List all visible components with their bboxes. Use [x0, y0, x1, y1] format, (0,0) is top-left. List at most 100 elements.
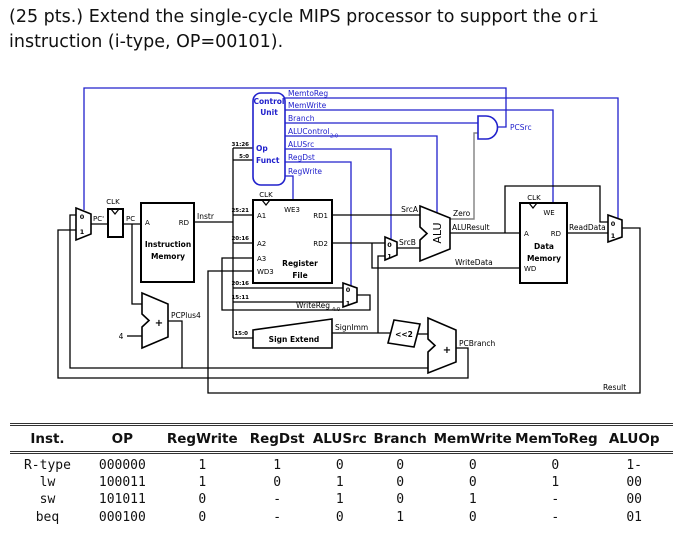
rd1-port-label: RD1	[313, 212, 328, 220]
table-cell: 0	[551, 458, 560, 473]
shl2-label: <<2	[395, 330, 413, 339]
alu-shape	[419, 204, 451, 263]
regdst-mux-1: 1	[346, 300, 351, 308]
table-cell: 1	[335, 492, 344, 508]
pcbranch-label: PCBranch	[459, 339, 495, 348]
table-header-cell: Branch	[373, 431, 427, 447]
table-cell: 0	[396, 475, 405, 491]
pc-label: PC	[126, 215, 135, 223]
memwrite-wire	[285, 109, 554, 203]
bits-15-0-label: 15:0	[234, 331, 248, 337]
branch-label: Branch	[288, 114, 315, 123]
regfile-clk-wedge-icon	[261, 199, 271, 206]
problem-statement: (25 pts.) Extend the single-cycle MIPS p…	[9, 5, 599, 55]
const4-label: 4	[119, 332, 124, 341]
table-header-cell: ALUOp	[608, 431, 660, 447]
writereg-feedback-wire	[221, 257, 371, 311]
memwrite-label: MemWrite	[288, 101, 327, 110]
table-cell: 1	[198, 458, 207, 473]
pcplus4-plus-sign: +	[155, 318, 163, 329]
pcbranch-loop-wire	[57, 229, 469, 379]
table-cell: 0	[198, 492, 207, 508]
alucontrol-wire	[285, 135, 438, 213]
writedata-label: WriteData	[455, 258, 493, 267]
op-port-label: Op	[256, 144, 268, 153]
shift-left-2-shape	[387, 319, 421, 348]
table-cell: 0	[468, 458, 477, 473]
regfile-label1: Register	[282, 259, 318, 268]
pc-clk-label: CLK	[106, 198, 120, 206]
alucontrol-label: ALUControl	[288, 127, 330, 136]
regfile-clk-label: CLK	[259, 191, 273, 199]
writereg-label: WriteReg	[296, 301, 330, 310]
table-cell: 1	[551, 475, 560, 491]
signimm-riser-wire	[377, 255, 385, 333]
result-label: Result	[603, 383, 626, 392]
pcplus4-loop-wire	[69, 214, 428, 369]
pc-mux	[75, 206, 92, 242]
pc-mux-1: 1	[80, 228, 85, 236]
table-cell: 00	[626, 492, 643, 508]
result-mux-1: 1	[611, 232, 616, 240]
bit-range-labels: 31:26 5:0 25:21 20:16 20:16 15:11 15:0	[231, 142, 249, 337]
regdst-label: RegDst	[288, 153, 315, 162]
table-header-cell: ALUSrc	[312, 431, 367, 447]
alusrc-wire	[285, 148, 392, 239]
rd2-port-label: RD2	[313, 240, 328, 248]
pcsrc-label: PCSrc	[510, 123, 532, 132]
dmem-a-port-label: A	[524, 230, 529, 238]
regdst-mux	[342, 281, 358, 309]
wd-port-label: WD	[524, 265, 536, 273]
imem-label2: Memory	[151, 252, 185, 261]
bits-15-11-label: 15:11	[231, 295, 249, 301]
table-cell: lw	[39, 475, 56, 491]
regdst-mux-0: 0	[346, 286, 351, 294]
table-cell: sw	[39, 492, 56, 508]
datapath-labels: CLK CLK CLK PC' PC Instr A RD Instructio…	[93, 191, 626, 392]
pcbranch-plus-sign: +	[443, 345, 451, 356]
alusrc-label: ALUSrc	[288, 140, 314, 149]
table-cell: 000100	[98, 509, 146, 525]
dmem-label2: Memory	[527, 254, 561, 263]
table-cell: -	[273, 509, 282, 525]
instr-label: Instr	[197, 212, 215, 221]
zero-wire	[450, 132, 478, 220]
control-unit-box	[252, 92, 286, 186]
funct-port-label: Funct	[256, 156, 280, 165]
table-cell: 1	[273, 458, 282, 473]
table-cell: -	[551, 509, 560, 525]
pc-register-box	[107, 208, 124, 238]
table-cell: -	[273, 492, 282, 508]
and-gate	[477, 115, 499, 140]
regfile-label2: File	[292, 271, 307, 280]
result-mux-0: 0	[611, 220, 616, 228]
data-memory-box	[519, 202, 568, 284]
title-text: (25 pts.) Extend the single-cycle MIPS p…	[9, 7, 568, 27]
pcsrc-wire	[83, 87, 507, 210]
bits-20-16-label: 20:16	[231, 236, 249, 242]
imem-label1: Instruction	[145, 240, 191, 249]
table-header-cell: MemToReg	[515, 431, 598, 447]
table-cell: 1	[396, 509, 405, 525]
table-header-cell: RegDst	[249, 431, 305, 447]
table-cell: beq	[35, 509, 60, 525]
pcplus4-label: PCPlus4	[171, 311, 201, 320]
aluresult-label: ALUResult	[452, 223, 490, 232]
pcprime-label: PC'	[93, 215, 104, 223]
imem-a-port-label: A	[145, 219, 150, 227]
imem-rd-port-label: RD	[179, 219, 189, 227]
instruction-memory-box	[140, 202, 195, 283]
table-cell: 100011	[98, 475, 146, 491]
table-cell: 1	[335, 475, 344, 491]
table-cell: 00	[626, 475, 643, 491]
control-unit-label2: Unit	[260, 108, 278, 117]
a2-port-label: A2	[257, 240, 266, 248]
register-file-box	[252, 199, 333, 284]
dmem-label1: Data	[534, 242, 554, 251]
mux-input-digits: 0 1 0 1 0 1 0 1	[80, 213, 616, 308]
table-cell: 000000	[98, 458, 146, 473]
